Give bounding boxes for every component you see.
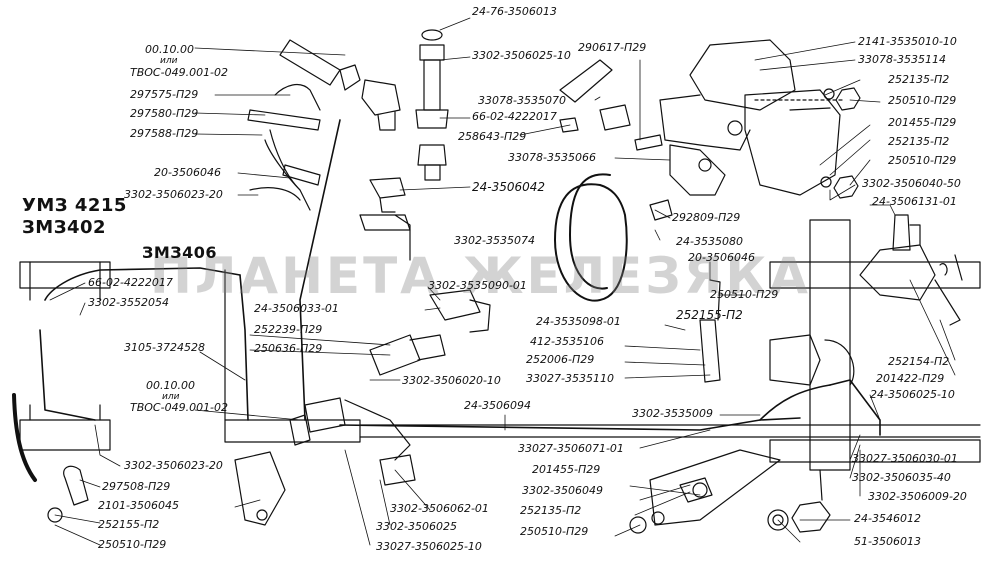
part-label: 252155-П2 bbox=[676, 308, 743, 322]
part-label: 252154-П2 bbox=[888, 355, 950, 368]
part-label: 3302-3535090-01 bbox=[428, 279, 527, 292]
part-label: 24-3506025-10 bbox=[870, 388, 955, 401]
part-label: 201455-П29 bbox=[888, 116, 957, 129]
part-label: 297508-П29 bbox=[102, 480, 171, 493]
engine-label-umz-4215: УМЗ 4215 bbox=[22, 195, 127, 216]
part-label: 3302-3506040-50 bbox=[862, 177, 961, 190]
part-label: 3302-3506023-20 bbox=[124, 459, 223, 472]
part-label: 252006-П29 bbox=[526, 353, 595, 366]
part-label: 201422-П29 bbox=[876, 372, 945, 385]
part-label: 24-3506131-01 bbox=[872, 195, 957, 208]
part-label: 2141-3535010-10 bbox=[858, 35, 957, 48]
part-label: 297588-П29 bbox=[130, 127, 199, 140]
switch-sensor bbox=[369, 289, 491, 376]
rear-brake-diaphragm bbox=[699, 279, 855, 386]
part-label: 51-3506013 bbox=[854, 535, 921, 548]
part-label: 66-02-4222017 bbox=[472, 110, 557, 123]
part-label: 3302-3552054 bbox=[88, 296, 169, 309]
part-label: 297580-П29 bbox=[130, 107, 199, 120]
part-label: 24-76-3506013 bbox=[472, 5, 557, 18]
part-label: 20-3506046 bbox=[688, 251, 755, 264]
part-label: 252135-П2 bbox=[888, 135, 950, 148]
part-label: 3105-3724528 bbox=[124, 341, 205, 354]
part-label: ТВОС-049.001-02 bbox=[130, 66, 229, 79]
part-label: 252135-П2 bbox=[520, 504, 582, 517]
part-label: 201455-П29 bbox=[532, 463, 601, 476]
part-label: 24-3535080 bbox=[676, 235, 743, 248]
part-label: 33078-3535066 bbox=[508, 151, 596, 164]
hose-connector bbox=[279, 39, 401, 131]
part-label: 24-3546012 bbox=[854, 512, 921, 525]
bottom-fittings bbox=[767, 469, 831, 533]
part-label: 00.10.00 bbox=[146, 379, 195, 392]
fasteners-right bbox=[634, 87, 861, 221]
part-label: 20-3506046 bbox=[154, 166, 221, 179]
part-label: 252239-П29 bbox=[254, 323, 323, 336]
pipe-clamp-group bbox=[247, 83, 321, 211]
part-label: 412-3535106 bbox=[530, 335, 604, 348]
part-label: ТВОС-049.001-02 bbox=[130, 401, 229, 414]
part-label: 33027-3506025-10 bbox=[376, 540, 482, 553]
elastic-link-spring bbox=[554, 173, 628, 302]
part-label: 292809-П29 bbox=[672, 211, 741, 224]
part-label: 250510-П29 bbox=[888, 154, 957, 167]
leader-lines bbox=[49, 17, 956, 546]
part-label: 3302-3506025-10 bbox=[472, 49, 571, 62]
engine-label-zmz-406: ЗМЗ406 bbox=[142, 243, 218, 262]
part-label: 24-3506094 bbox=[464, 399, 531, 412]
part-label: 66-02-4222017 bbox=[88, 276, 173, 289]
part-label: или bbox=[162, 392, 180, 402]
part-label: 290617-П29 bbox=[578, 41, 647, 54]
part-label: 33027-3506030-01 bbox=[852, 452, 958, 465]
part-label: 3302-3535009 bbox=[632, 407, 713, 420]
part-label: 24-3535098-01 bbox=[536, 315, 621, 328]
part-label: 24-3506033-01 bbox=[254, 302, 339, 315]
part-label: 297575-П29 bbox=[130, 88, 199, 101]
part-label: 33027-3535110 bbox=[526, 372, 614, 385]
part-label: 250510-П29 bbox=[520, 525, 589, 538]
part-label: 250510-П29 bbox=[710, 288, 779, 301]
part-label: 250636-П29 bbox=[254, 342, 323, 355]
watermark: ПЛАНЕТА ЖЕЛЕЗЯКА bbox=[150, 247, 811, 305]
bracket-24-3506042 bbox=[359, 177, 411, 261]
part-label: 3302-3506035-40 bbox=[852, 471, 951, 484]
part-label: 258643-П29 bbox=[458, 130, 527, 143]
part-label: или bbox=[160, 56, 178, 66]
part-label: 33078-3535114 bbox=[858, 53, 946, 66]
part-label: 33078-3535070 bbox=[478, 94, 566, 107]
part-label: 33027-3506071-01 bbox=[518, 442, 624, 455]
part-label: 3302-3506009-20 bbox=[868, 490, 967, 503]
rear-axle-beam bbox=[769, 219, 981, 471]
part-label: 3302-3506020-10 bbox=[402, 374, 501, 387]
brake-pipe-left bbox=[12, 267, 249, 482]
clip-left-bottom bbox=[47, 451, 286, 526]
left-crossmember bbox=[19, 261, 111, 451]
engine-label-zmz-402: ЗМЗ402 bbox=[22, 217, 107, 238]
part-label: 3302-3506023-20 bbox=[124, 188, 223, 201]
part-label: 24-3506042 bbox=[472, 180, 546, 194]
part-label: 3302-3506062-01 bbox=[390, 502, 489, 515]
regulator-lever bbox=[559, 59, 726, 196]
pressure-regulator bbox=[659, 39, 846, 196]
part-label: 252135-П2 bbox=[888, 73, 950, 86]
part-label: 250510-П29 bbox=[98, 538, 167, 551]
part-label: 3302-3535074 bbox=[454, 234, 535, 247]
part-label: 3302-3506049 bbox=[522, 484, 603, 497]
part-label: 00.10.00 bbox=[145, 43, 194, 56]
brake-pipe-main bbox=[299, 119, 881, 436]
master-cylinder bbox=[289, 397, 416, 486]
part-label: 250510-П29 bbox=[888, 94, 957, 107]
part-label: 2101-3506045 bbox=[98, 499, 179, 512]
part-label: 3302-3506025 bbox=[376, 520, 457, 533]
valve-fitting-top bbox=[415, 29, 449, 181]
bolt-plate-bottom bbox=[629, 449, 781, 534]
tee-fitting-right bbox=[859, 214, 963, 326]
part-label: 252155-П2 bbox=[98, 518, 160, 531]
frame-side-member bbox=[224, 269, 981, 443]
